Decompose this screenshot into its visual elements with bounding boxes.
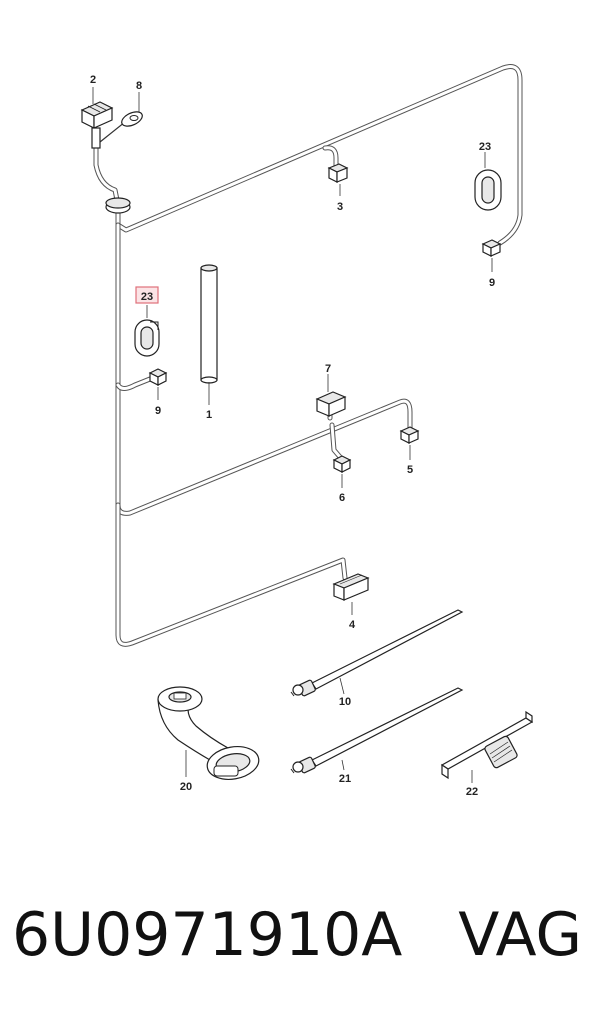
part-10-cable-tie — [290, 609, 464, 697]
callout-23-left: 23 — [141, 291, 153, 303]
brand-label: VAG — [458, 900, 582, 970]
part-9-connector-left — [148, 368, 168, 386]
callout-7: 7 — [325, 363, 331, 375]
leader-lines — [92, 87, 493, 783]
part-number: 6U0971910A — [12, 900, 403, 970]
part-5-connector — [399, 426, 420, 444]
callout-21: 21 — [339, 773, 351, 785]
highlight-box — [135, 286, 159, 304]
callout-1: 1 — [206, 409, 212, 421]
part-7-connector — [315, 391, 347, 417]
callout-23-right: 23 — [479, 141, 491, 153]
callout-9-right: 9 — [489, 277, 495, 289]
callout-9-left: 9 — [155, 405, 161, 417]
part-1-tube — [200, 264, 218, 384]
callout-22: 22 — [466, 786, 478, 798]
part-3-connector — [327, 163, 349, 183]
wiring-harness — [93, 64, 523, 647]
callout-8: 8 — [136, 80, 142, 92]
callout-20: 20 — [180, 781, 192, 793]
callout-10: 10 — [339, 696, 351, 708]
callout-6: 6 — [339, 492, 345, 504]
part-4-connector — [332, 573, 370, 601]
part-9-connector-right — [481, 239, 502, 257]
part-2-connector — [80, 101, 114, 149]
callout-4: 4 — [349, 619, 356, 631]
part-6-connector — [332, 455, 352, 473]
part-23-grommet-right — [474, 169, 502, 211]
part-22-clip — [440, 710, 534, 780]
part-23-grommet-left — [134, 319, 160, 357]
callout-5: 5 — [407, 464, 413, 476]
harness-grommet — [105, 197, 131, 214]
part-20-boot — [157, 686, 260, 780]
callout-2: 2 — [90, 74, 96, 86]
footer: 6U0971910A VAG — [0, 890, 600, 990]
parts-diagram: .cable { fill: none; stroke: #555; strok… — [80, 64, 534, 798]
part-21-cable-tie — [290, 687, 464, 774]
callout-3: 3 — [337, 201, 343, 213]
part-8-ring-terminal — [121, 111, 143, 127]
callout-labels: 2 8 3 23 9 23 9 1 7 5 6 4 10 21 20 22 — [90, 74, 495, 798]
